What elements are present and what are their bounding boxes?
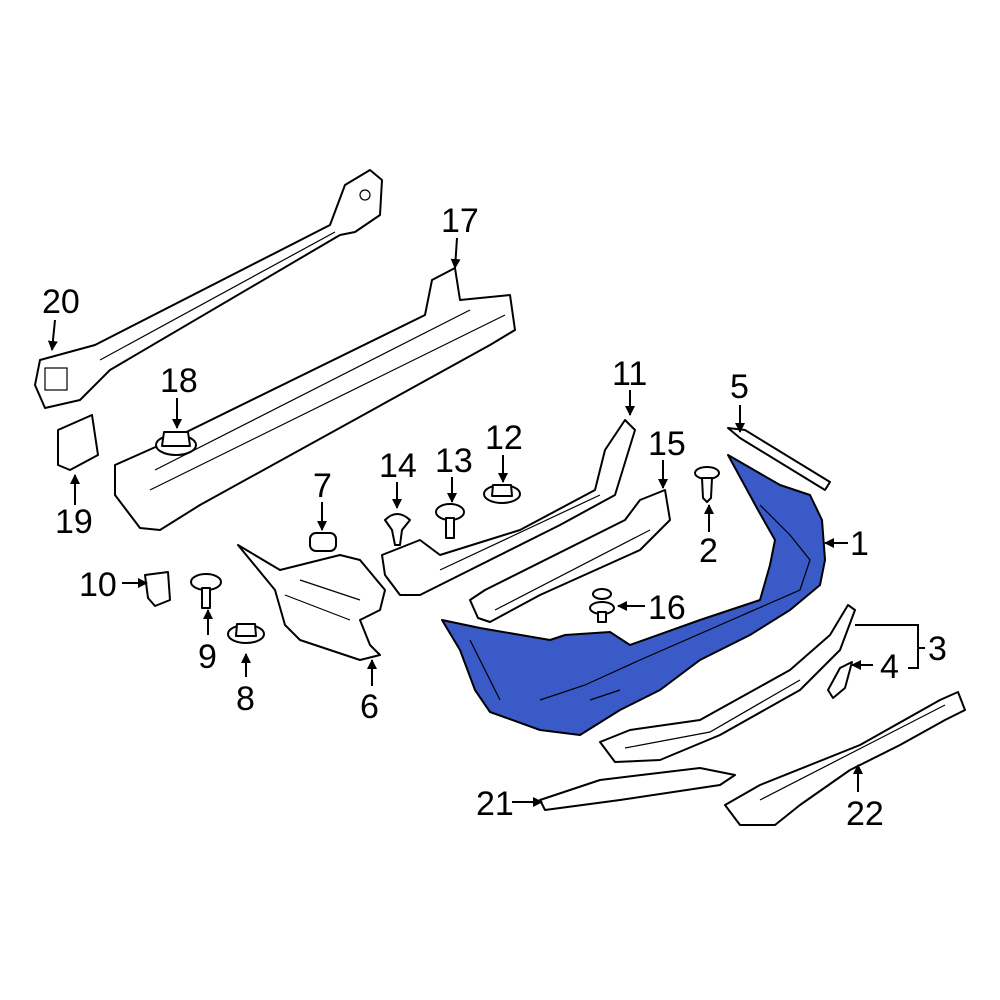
part-6-side-bracket[interactable]	[237, 544, 386, 661]
part-22-diffuser[interactable]	[724, 691, 966, 826]
callout-7[interactable]: 7	[313, 467, 332, 505]
callout-14[interactable]: 14	[379, 447, 417, 485]
callout-11[interactable]: 11	[612, 355, 647, 393]
callout-15[interactable]: 15	[648, 425, 686, 463]
part-11-upper-bracket[interactable]	[381, 419, 636, 596]
part-7-bumper-stop[interactable]	[309, 532, 337, 552]
part-1-bumper-cover[interactable]	[441, 454, 826, 736]
callout-1[interactable]: 1	[850, 525, 869, 563]
callout-13[interactable]: 13	[435, 442, 473, 480]
callout-3[interactable]: 3	[928, 630, 947, 668]
callout-5[interactable]: 5	[730, 368, 749, 406]
part-10-nut-clip[interactable]	[144, 571, 171, 607]
leader-lines	[47, 237, 925, 807]
callout-18[interactable]: 18	[160, 362, 198, 400]
callout-4[interactable]: 4	[880, 648, 899, 686]
part-21-molding[interactable]	[539, 767, 736, 811]
callout-21[interactable]: 21	[476, 785, 514, 823]
callout-12[interactable]: 12	[485, 419, 523, 457]
part-14-clip[interactable]	[384, 513, 411, 546]
part-3-valance[interactable]	[599, 604, 856, 763]
part-17-impact-bar[interactable]	[114, 267, 516, 531]
callout-16[interactable]: 16	[648, 589, 686, 627]
part-2-screw[interactable]	[694, 466, 720, 503]
part-20-bracket[interactable]	[34, 169, 383, 409]
part-8-nut[interactable]	[227, 623, 265, 644]
callout-22[interactable]: 22	[846, 795, 884, 833]
part-9-bolt[interactable]	[190, 573, 222, 609]
callout-labels: 1 2 3 4 5 6 7 8 9 10 11 12 13 14 15 16 1…	[42, 202, 947, 833]
callout-2[interactable]: 2	[699, 532, 718, 570]
part-16-push-pin[interactable]	[589, 588, 615, 623]
part-19-pad[interactable]	[57, 414, 99, 471]
callout-17[interactable]: 17	[441, 202, 479, 240]
part-12-nut[interactable]	[483, 484, 521, 504]
callout-8[interactable]: 8	[236, 680, 255, 718]
callout-20[interactable]: 20	[42, 283, 80, 321]
part-15-energy-absorber[interactable]	[469, 489, 671, 623]
part-4-trim[interactable]	[827, 661, 853, 699]
callout-19[interactable]: 19	[55, 503, 93, 541]
part-18-nut[interactable]	[155, 431, 197, 456]
callout-9[interactable]: 9	[198, 638, 217, 676]
part-13-bolt[interactable]	[435, 503, 465, 539]
callout-10[interactable]: 10	[79, 566, 117, 604]
callout-6[interactable]: 6	[360, 688, 379, 726]
